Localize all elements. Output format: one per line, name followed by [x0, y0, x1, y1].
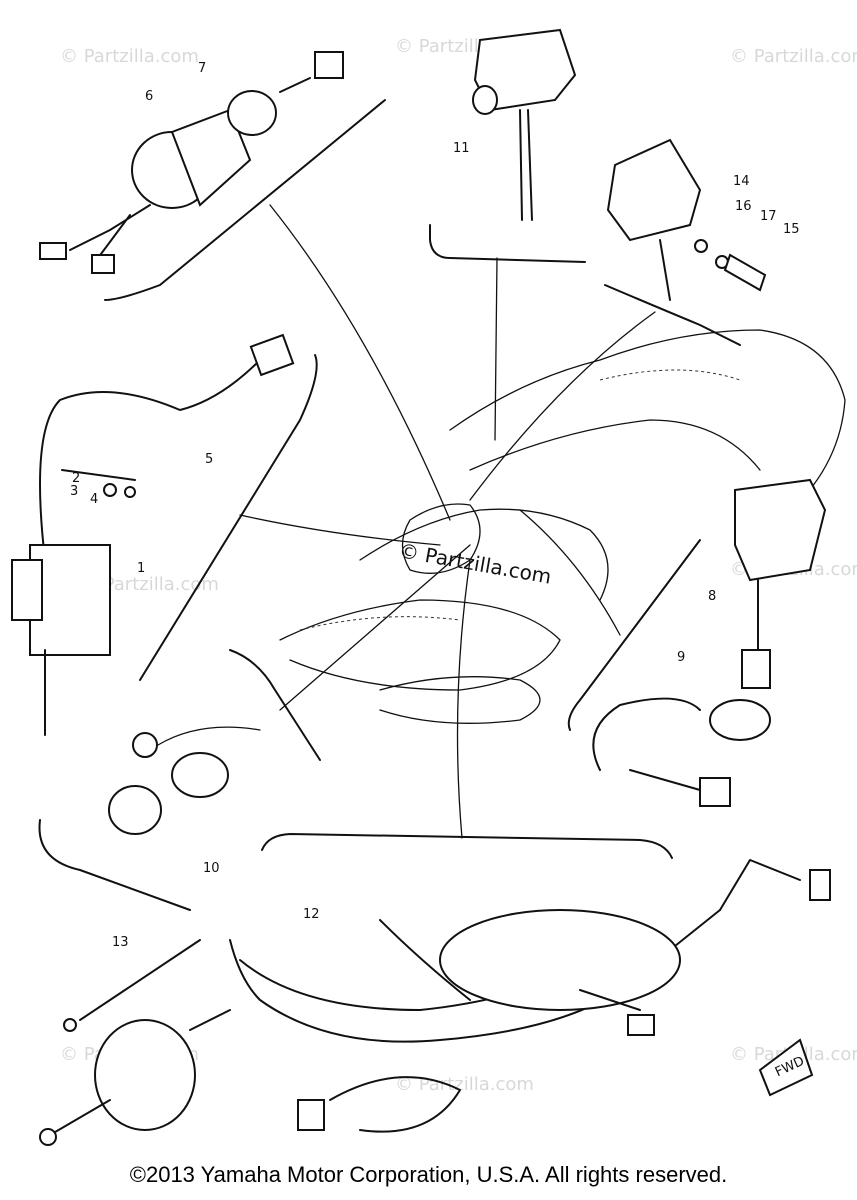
fwd-arrow-mark: FWD [758, 1038, 814, 1097]
snowmobile-sketch [279, 329, 846, 724]
callout-2: 2 [72, 471, 80, 486]
main-switch-part [39, 51, 344, 274]
wire-harness-part [39, 859, 831, 1146]
callout-10: 10 [203, 861, 220, 876]
callout-6: 6 [145, 89, 153, 104]
handlebar-switch-part [472, 28, 577, 221]
light-switch-part [38, 726, 261, 911]
callout-1: 1 [137, 561, 145, 576]
callout-11: 11 [453, 141, 470, 156]
callout-17: 17 [760, 209, 777, 224]
callout-8: 8 [708, 589, 716, 604]
callout-12: 12 [303, 907, 320, 922]
callout-7: 7 [198, 61, 206, 76]
regulator-part [606, 138, 767, 301]
callout-14: 14 [733, 174, 750, 189]
watermark-text: © Partzilla.com [730, 46, 857, 67]
right-switch-part [734, 478, 827, 689]
wiring-exploded-diagram: © Partzilla.com © Partzilla.com © Partzi… [11, 28, 857, 1146]
watermark-text: © Partzilla.com [60, 46, 199, 67]
callout-16: 16 [735, 199, 752, 214]
callout-3: 3 [70, 484, 78, 499]
throttle-sensor-part [592, 697, 771, 807]
callout-13: 13 [112, 935, 129, 950]
group-brackets [104, 99, 741, 859]
callout-labels: 1 2 3 4 5 6 7 8 9 10 11 12 13 14 15 16 1… [70, 61, 800, 950]
copyright-footer: ©2013 Yamaha Motor Corporation, U.S.A. A… [129, 1162, 728, 1187]
callout-9: 9 [677, 650, 685, 665]
leader-lines [239, 204, 656, 839]
callout-5: 5 [205, 452, 213, 467]
callout-15: 15 [783, 222, 800, 237]
callout-4: 4 [90, 492, 98, 507]
ignition-coil-part [11, 333, 295, 736]
watermark-text: © Partzilla.com [80, 574, 219, 595]
center-watermark: © Partzilla.com [397, 538, 553, 588]
